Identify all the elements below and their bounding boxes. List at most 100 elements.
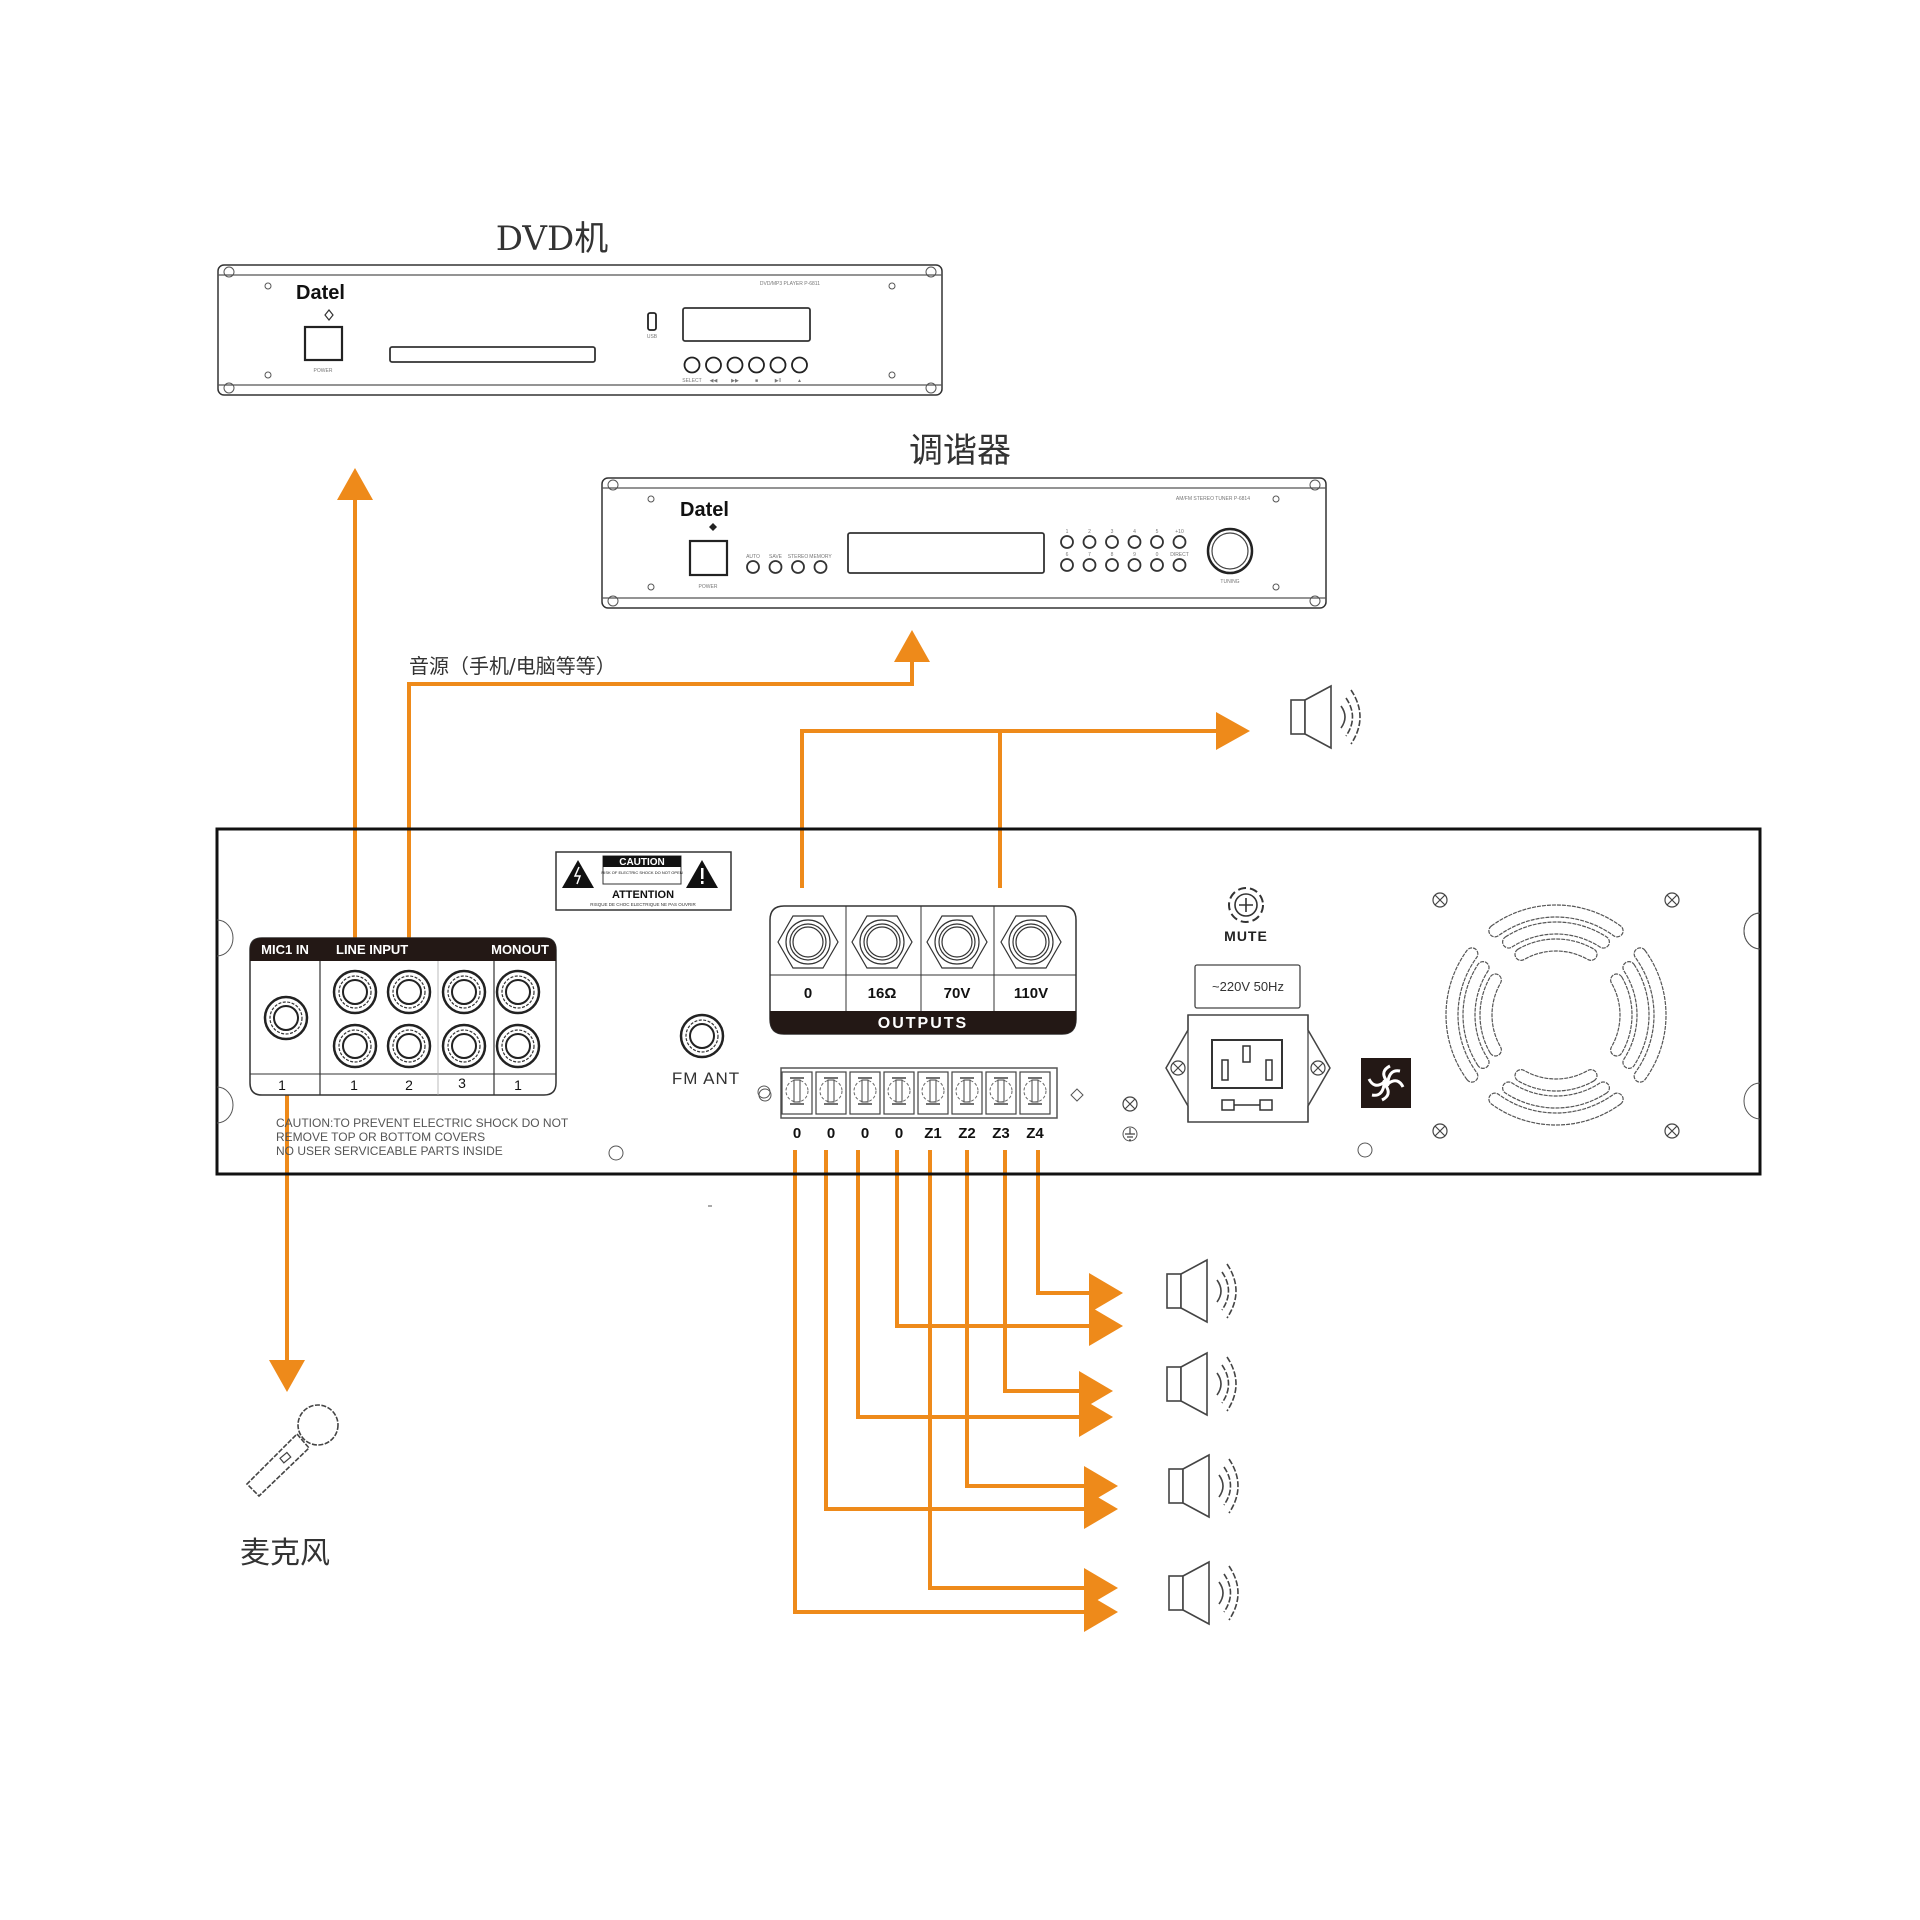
terminal-5[interactable] xyxy=(917,1071,949,1115)
line-input-2-r-jack[interactable] xyxy=(386,1023,432,1069)
line-input-3-r-jack[interactable] xyxy=(441,1023,487,1069)
terminal-label: 0 xyxy=(827,1125,835,1142)
tuner-chassis xyxy=(601,477,1327,609)
terminal-6[interactable] xyxy=(951,1071,983,1115)
preset-button-3[interactable] xyxy=(1105,535,1119,549)
preset-button-5[interactable] xyxy=(1150,535,1164,549)
line-input-2-l-jack[interactable] xyxy=(386,969,432,1015)
dvd-button-3[interactable] xyxy=(726,356,744,374)
tuner-button-memory[interactable] xyxy=(813,560,828,574)
ground-icon xyxy=(1122,1126,1138,1142)
line-input-1-l-jack[interactable] xyxy=(332,969,378,1015)
preset-label: +10 xyxy=(1175,529,1184,535)
tuner-button-auto[interactable] xyxy=(746,560,760,574)
tuner-title: 调谐器 xyxy=(909,431,1011,471)
preset-label: 4 xyxy=(1133,529,1136,535)
preset-label: 3 xyxy=(1111,529,1114,535)
dvd-disc-tray[interactable] xyxy=(389,346,596,363)
line-input-1-r-jack[interactable] xyxy=(332,1023,378,1069)
zone-wire xyxy=(1036,1150,1095,1295)
dvd-button-row: SELECT◀◀▶▶■▶II▲ xyxy=(682,356,808,384)
caution-sticker-subtitle: RISK OF ELECTRIC SHOCK DO NOT OPEN xyxy=(601,870,682,875)
preset-button-7[interactable] xyxy=(1082,558,1097,572)
iec-power-socket[interactable] xyxy=(1211,1039,1283,1089)
monout-l-jack[interactable] xyxy=(495,969,541,1015)
preset-label: 7 xyxy=(1088,552,1091,558)
dvd-power-label: POWER xyxy=(314,368,333,374)
terminal-label: 0 xyxy=(861,1125,869,1142)
terminal-8[interactable] xyxy=(1019,1071,1051,1115)
mic-port-number: 1 xyxy=(278,1077,286,1093)
tuner-button-save[interactable] xyxy=(768,560,783,574)
tuning-knob[interactable] xyxy=(1206,527,1254,575)
monout-label: MONOUT xyxy=(491,942,549,957)
mute-control[interactable]: MUTE xyxy=(1224,887,1268,944)
dvd-power-button[interactable] xyxy=(303,325,344,362)
preset-button-8[interactable] xyxy=(1105,558,1119,572)
terminal-2[interactable] xyxy=(815,1071,847,1115)
zone-arrow xyxy=(1084,1592,1118,1632)
output-label-0: 0 xyxy=(804,985,812,1002)
tuner-button-stereo[interactable] xyxy=(791,560,805,574)
monout-port-number: 1 xyxy=(514,1077,522,1093)
line-port-number-1: 1 xyxy=(350,1077,358,1093)
preset-button-0[interactable] xyxy=(1150,558,1164,572)
zone-wire xyxy=(793,1150,1090,1614)
terminal-3[interactable] xyxy=(849,1071,881,1115)
amp-chassis xyxy=(215,827,1762,1176)
terminal-7[interactable] xyxy=(985,1071,1017,1115)
monout-r-jack[interactable] xyxy=(495,1023,541,1069)
tuner-power-label: POWER xyxy=(699,584,718,590)
dvd-button-label: ◀◀ xyxy=(710,378,718,384)
microphone-label: 麦克风 xyxy=(240,1536,330,1571)
tuner-model-text: AM/FM STEREO TUNER P-6814 xyxy=(1176,496,1250,502)
dvd-button-1[interactable] xyxy=(683,356,701,374)
line-port-number-3: 3 xyxy=(458,1075,466,1091)
arrow-to-tuner xyxy=(894,630,930,662)
terminal-4[interactable] xyxy=(883,1071,915,1115)
dvd-button-label: SELECT xyxy=(682,378,701,384)
preset-button-2[interactable] xyxy=(1082,535,1097,549)
preset-button-1[interactable] xyxy=(1060,535,1074,549)
dvd-button-2[interactable] xyxy=(705,356,722,374)
tuner-button-label: STEREO xyxy=(788,554,809,560)
caution-line-3: NO USER SERVICEABLE PARTS INSIDE xyxy=(276,1144,503,1158)
preset-button-+10[interactable] xyxy=(1172,535,1187,549)
tuner-button-label: MEMORY xyxy=(809,554,832,560)
fan-grille xyxy=(1445,904,1667,1126)
usb-port-icon[interactable] xyxy=(647,312,657,331)
fm-antenna-jack[interactable] xyxy=(679,1013,725,1059)
line-input-3-l-jack[interactable] xyxy=(441,969,487,1015)
tuner-power-button[interactable] xyxy=(688,539,729,577)
arrow-to-microphone xyxy=(269,1360,305,1392)
fuse-icon xyxy=(1221,1099,1273,1111)
dvd-player: DVD机 Datel POWER USB DVD/MP3 PLAYER P-68… xyxy=(217,219,943,396)
preset-button-6[interactable] xyxy=(1060,558,1074,572)
amplifier-rear-panel: CAUTION RISK OF ELECTRIC SHOCK DO NOT OP… xyxy=(215,827,1762,1176)
wire-audio-source xyxy=(407,660,914,1048)
speaker-zone-4-icon xyxy=(1168,1561,1239,1625)
terminal-label: Z3 xyxy=(992,1125,1010,1142)
line-port-number-2: 2 xyxy=(405,1077,413,1093)
microphone-icon xyxy=(245,1404,339,1498)
mute-label: MUTE xyxy=(1224,928,1268,944)
preset-label: 6 xyxy=(1066,552,1069,558)
zone-wire xyxy=(856,1150,1085,1419)
terminal-label: Z2 xyxy=(958,1125,976,1142)
zone-wire xyxy=(895,1150,1095,1328)
audio-source-label: 音源（手机/电脑等等） xyxy=(409,654,616,678)
terminal-1[interactable] xyxy=(781,1071,813,1115)
zone-arrow xyxy=(1089,1306,1123,1346)
fm-ant-label: FM ANT xyxy=(672,1069,740,1088)
output-label-16ohm: 16Ω xyxy=(868,985,897,1002)
dvd-button-4[interactable] xyxy=(748,356,765,374)
preset-button-direct[interactable] xyxy=(1172,558,1187,572)
power-section: ~220V 50Hz xyxy=(1165,964,1331,1123)
dvd-button-6[interactable] xyxy=(791,356,808,374)
dvd-button-5[interactable] xyxy=(769,356,787,374)
mic-in-jack[interactable] xyxy=(263,995,309,1041)
tuner-display xyxy=(847,532,1045,574)
preset-button-4[interactable] xyxy=(1127,535,1142,549)
preset-button-9[interactable] xyxy=(1127,558,1142,572)
